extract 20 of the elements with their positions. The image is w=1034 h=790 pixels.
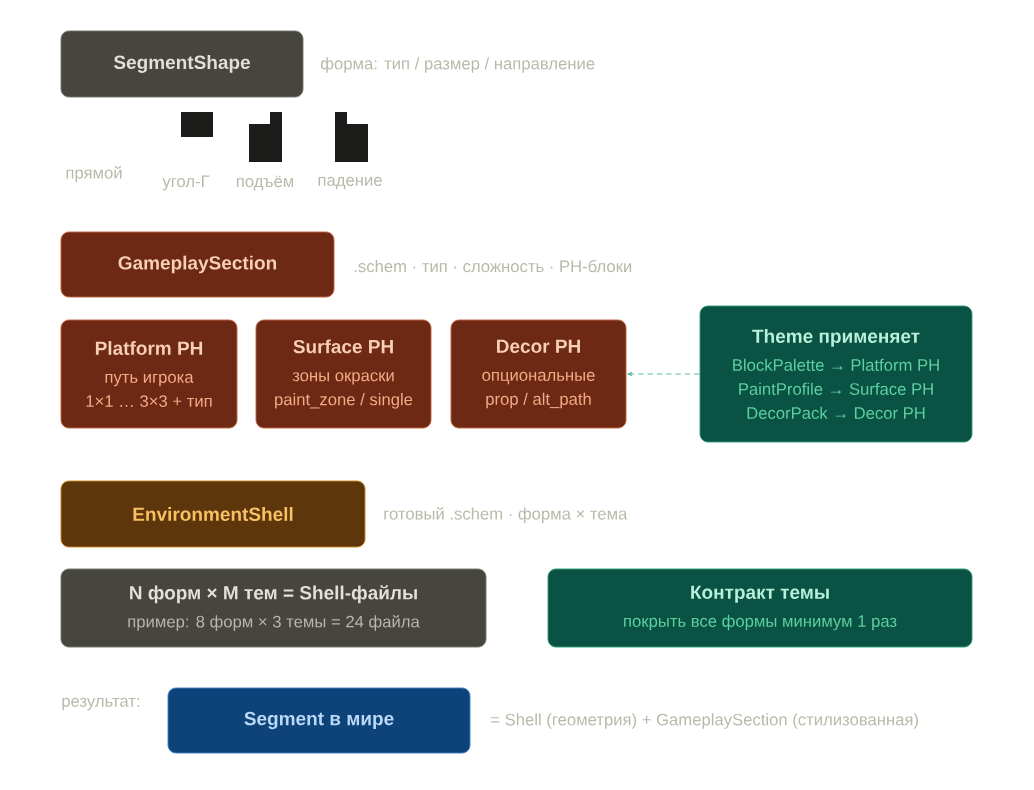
side-note: форма: тип / размер / направление xyxy=(320,57,595,73)
info-box: N форм × M тем = Shell-файлы пример: 8 форм × 3 темы = 24 файла xyxy=(60,568,487,648)
shape-label: прямой xyxy=(66,166,122,182)
side-note: готовый .schem · форма × тема xyxy=(384,507,628,523)
shape-label: подъём xyxy=(236,175,294,191)
info-box: GameplaySection xyxy=(60,231,335,298)
side-note: .schem · тип · сложность · PH-блоки xyxy=(354,259,632,273)
info-box: Platform PH путь игрока 1×1 … 3×3 + тип xyxy=(60,319,238,429)
dashed-arrow xyxy=(627,371,700,377)
side-note: = Shell (геометрия) + GameplaySection (стилизованная) xyxy=(491,713,918,729)
info-box: Theme применяет BlockPalette → Platform PH PaintProfile → Surface PH DecorPack → Decor PH xyxy=(699,305,973,443)
info-box: Surface PH зоны окраски paint_zone / single xyxy=(255,319,432,429)
shape-label: угол-Г xyxy=(162,175,210,191)
side-note: результат: xyxy=(62,697,140,711)
info-box: Decor PH опциональные prop / alt_path xyxy=(450,319,627,429)
info-box: Segment в мире xyxy=(167,687,471,754)
info-box: Контракт темы покрыть все формы минимум 1 раз xyxy=(547,568,973,648)
shape-label: падение xyxy=(318,176,382,190)
info-box: SegmentShape xyxy=(60,30,304,98)
info-box: EnvironmentShell xyxy=(60,480,366,548)
